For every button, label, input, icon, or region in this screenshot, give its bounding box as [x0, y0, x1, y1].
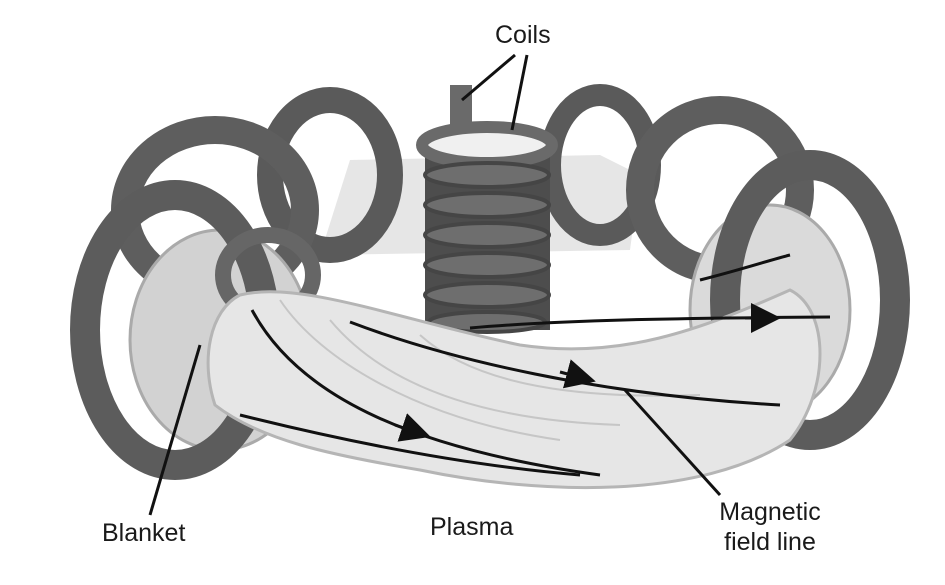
field-arrow-1	[394, 413, 431, 442]
plasma-label: Plasma	[430, 513, 514, 541]
field-line-4	[239, 413, 581, 477]
field-line-5	[699, 253, 791, 282]
magnetic-leader	[623, 388, 722, 497]
coils-label: Coils	[495, 21, 551, 49]
magnetic-label-line-2: field line	[724, 528, 816, 556]
leader-lines	[148, 53, 722, 516]
field-arrow-2	[559, 359, 596, 389]
field-line-2	[349, 320, 781, 407]
magnetic-label-line-1: Magnetic	[719, 498, 821, 526]
blanket-label: Blanket	[102, 519, 186, 547]
coils-leader-1	[461, 53, 516, 102]
magnetic-field-line-label: Magnetic field line	[705, 497, 835, 557]
blanket-leader	[148, 344, 202, 516]
magnetic-field-lines	[239, 253, 831, 477]
field-line-1	[250, 309, 601, 477]
central-solenoid	[416, 85, 558, 334]
coils-leader-2	[510, 54, 529, 131]
